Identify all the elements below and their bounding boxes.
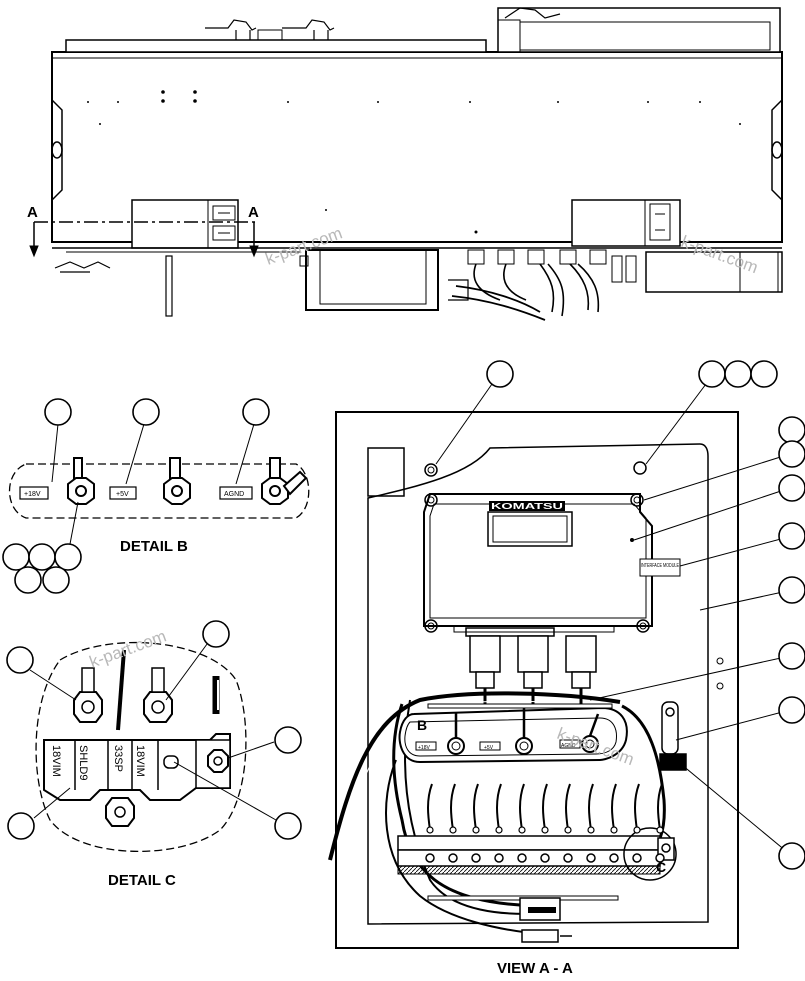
detail-c-drawing	[35, 641, 247, 853]
section-cut-line	[29, 221, 259, 258]
terminal-screw	[632, 853, 642, 863]
view-a-a-panel	[328, 411, 739, 949]
terminal-wire	[496, 783, 502, 831]
terminal-wire	[565, 783, 571, 831]
terminal-wire	[657, 783, 663, 831]
watermark-detail-c: k-part.com	[87, 626, 169, 671]
terminal-wire	[450, 783, 456, 831]
callout-balloons	[2, 360, 805, 870]
terminal-label-18v-view: +18V	[418, 745, 430, 751]
terminal-screw	[517, 853, 527, 863]
terminal-screw	[540, 853, 550, 863]
wire-label-18vim-right: 18VIM	[134, 745, 146, 777]
detail-b-drawing	[8, 457, 310, 519]
wire-label-shld9: SHLD9	[77, 745, 89, 780]
terminal-label-agnd-view: AGND	[561, 743, 576, 749]
terminal-screw	[425, 853, 435, 863]
terminal-wire	[634, 783, 640, 831]
module-brand: KOMATSU	[491, 502, 563, 511]
view-a-a-title: VIEW A - A	[497, 960, 573, 976]
terminal-screw	[563, 853, 573, 863]
wire-lug	[633, 826, 641, 834]
callout-leaders	[29, 383, 793, 857]
detail-c-callout: C	[656, 859, 666, 875]
detail-b-label-5v: +5V	[116, 491, 129, 498]
section-marker-right: A	[248, 204, 259, 221]
terminal-wire	[427, 783, 433, 831]
detail-b-label-18v: +18V	[24, 491, 41, 498]
wire-lug	[495, 826, 503, 834]
wire-label-18vim-left: 18VIM	[50, 745, 62, 777]
terminal-wire	[473, 783, 479, 831]
wire-lug	[564, 826, 572, 834]
terminal-screw	[494, 853, 504, 863]
wire-lug	[426, 826, 434, 834]
terminal-label-5v-view: +5V	[484, 745, 494, 751]
detail-b-title: DETAIL B	[120, 538, 188, 555]
terminal-screw	[609, 853, 619, 863]
terminal-wire	[611, 783, 617, 831]
terminal-wires	[425, 783, 665, 863]
wire-lug	[518, 826, 526, 834]
wire-lug	[472, 826, 480, 834]
wire-lug	[610, 826, 618, 834]
detail-b-callout: B	[417, 717, 427, 733]
wire-lug	[656, 826, 664, 834]
terminal-screw	[471, 853, 481, 863]
terminal-screw	[655, 853, 665, 863]
detail-c-title: DETAIL C	[108, 872, 176, 889]
cabinet-top-view	[51, 7, 783, 321]
terminal-screw	[448, 853, 458, 863]
terminal-screw	[586, 853, 596, 863]
section-marker-left: A	[27, 204, 38, 221]
wire-lug	[449, 826, 457, 834]
terminal-wire	[542, 783, 548, 831]
detail-b-label-agnd: AGND	[224, 491, 244, 498]
wire-lug	[587, 826, 595, 834]
terminal-wire	[588, 783, 594, 831]
terminal-wire	[519, 783, 525, 831]
wire-lug	[541, 826, 549, 834]
wire-label-33sp: 33SP	[112, 745, 124, 772]
interface-module-label: INTERFACE MODULE	[641, 563, 679, 569]
